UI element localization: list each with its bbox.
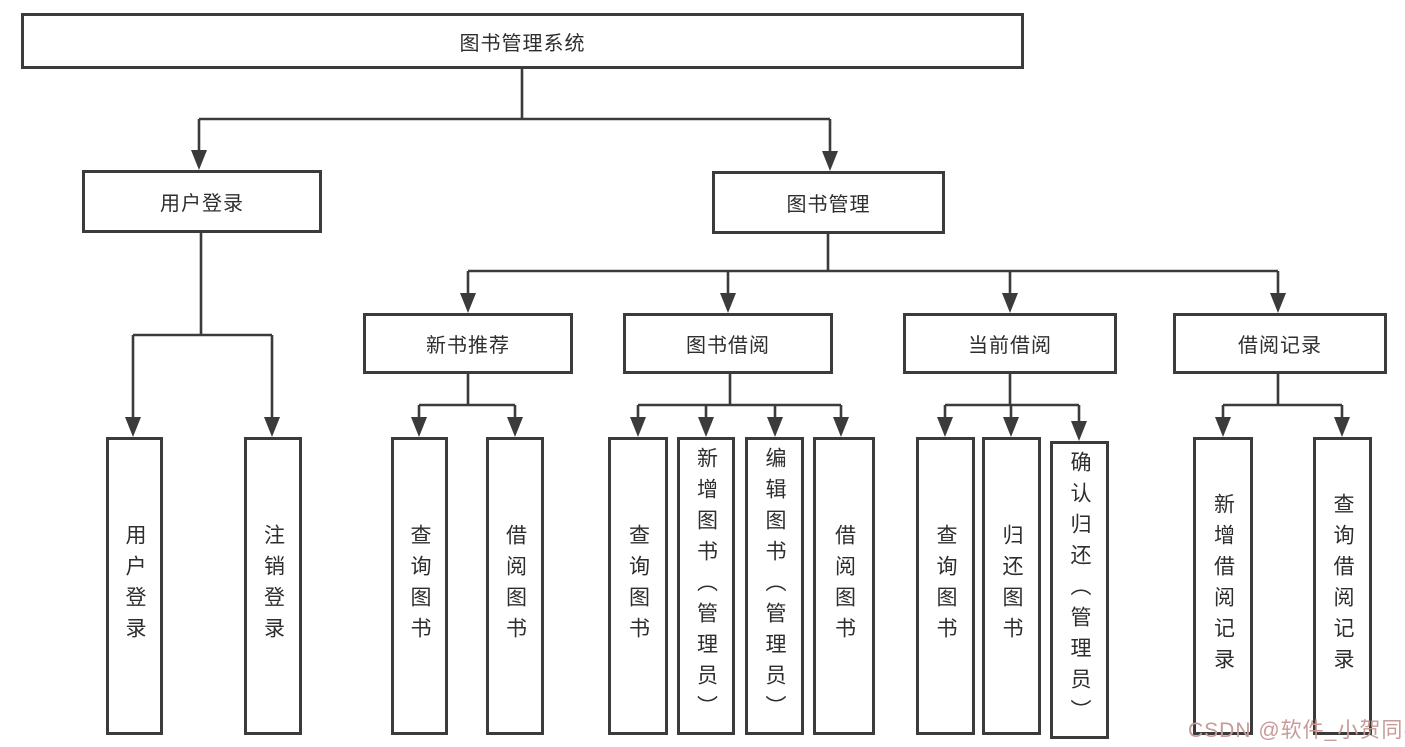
node-label: 借阅图书 <box>832 524 856 648</box>
node-label: 确认归还（管理员） <box>1068 450 1091 730</box>
node-current-borrow: 当前借阅 <box>903 313 1117 374</box>
node-label: 当前借阅 <box>968 335 1052 357</box>
node-label: 查询图书 <box>626 524 650 648</box>
node-label: 图书借阅 <box>686 335 770 357</box>
node-new-book-recommend: 新书推荐 <box>363 313 573 374</box>
node-label: 新增借阅记录 <box>1211 493 1235 679</box>
connector-book-mgmt-split <box>460 234 1286 313</box>
node-label: 用户登录 <box>123 524 146 648</box>
connector-root-split <box>191 69 838 171</box>
leaf-edit-book-admin: 编辑图书（管理员） <box>745 437 804 735</box>
node-root-label: 图书管理系统 <box>459 32 586 55</box>
node-label: 借阅记录 <box>1238 335 1322 357</box>
node-book-management: 图书管理 <box>712 171 945 234</box>
connector-book-borrow-split <box>630 374 849 437</box>
leaf-borrow-book-recommend: 借阅图书 <box>486 437 544 735</box>
node-user-login: 用户登录 <box>82 170 322 233</box>
leaf-add-borrow-record: 新增借阅记录 <box>1193 437 1253 735</box>
leaf-borrow-book: 借阅图书 <box>813 437 875 735</box>
leaf-user-login: 用户登录 <box>106 437 163 735</box>
node-label: 查询图书 <box>934 524 957 648</box>
leaf-return-book: 归还图书 <box>982 437 1041 735</box>
node-label: 借阅图书 <box>503 524 527 648</box>
leaf-query-book-current: 查询图书 <box>916 437 975 735</box>
leaf-add-book-admin: 新增图书（管理员） <box>677 437 735 735</box>
leaf-logout: 注销登录 <box>244 437 302 735</box>
node-label: 新增图书（管理员） <box>694 446 718 726</box>
leaf-query-book-borrow: 查询图书 <box>608 437 668 735</box>
node-label: 图书管理 <box>786 194 871 216</box>
node-label: 查询图书 <box>408 524 431 648</box>
node-root: 图书管理系统 <box>21 13 1024 69</box>
leaf-query-borrow-record: 查询借阅记录 <box>1313 437 1372 735</box>
node-label: 用户登录 <box>160 193 244 215</box>
node-borrow-records: 借阅记录 <box>1173 313 1387 374</box>
node-label: 查询借阅记录 <box>1331 493 1354 679</box>
connector-user-login-split <box>125 233 280 437</box>
node-label: 注销登录 <box>261 524 285 648</box>
node-label: 归还图书 <box>1000 524 1023 648</box>
node-label: 编辑图书（管理员） <box>763 446 786 726</box>
csdn-watermark: CSDN @软件_小贺同学 <box>1188 719 1405 742</box>
connector-current-borrow-split <box>937 374 1087 441</box>
node-label: 新书推荐 <box>426 335 510 357</box>
leaf-confirm-return-admin: 确认归还（管理员） <box>1050 441 1109 739</box>
node-book-borrow: 图书借阅 <box>623 313 833 374</box>
leaf-query-book-recommend: 查询图书 <box>391 437 448 735</box>
connector-borrow-records-split <box>1215 374 1350 437</box>
connector-new-book-split <box>411 374 523 437</box>
